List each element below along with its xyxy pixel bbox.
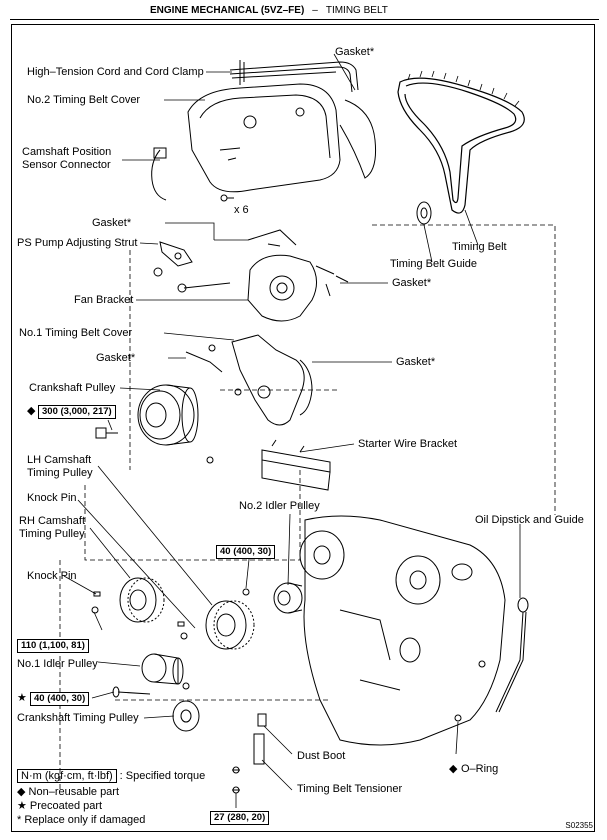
cover-bolts-art: [220, 194, 234, 202]
tensioner-art: [232, 713, 267, 794]
label-crankshaft-timing-pulley: Crankshaft Timing Pulley: [17, 712, 139, 724]
legend-unit-box: N·m (kgf·cm, ft·lbf): [17, 769, 117, 783]
header-section: ENGINE MECHANICAL (5VZ–FE): [150, 5, 305, 16]
knock-pin-b-art: [93, 591, 101, 597]
diagram-frame: [11, 24, 595, 832]
label-starter-wire-bracket: Starter Wire Bracket: [358, 438, 458, 450]
header-rule: [10, 19, 599, 20]
legend-nonreusable: ◆ Non–reusable part: [17, 786, 120, 798]
torque-no2-idler: 40 (400, 30): [216, 545, 276, 559]
timing-belt-guide-art: [416, 201, 432, 225]
torque-tensioner: 27 (280, 20): [210, 811, 270, 825]
label-gasket-left: Gasket*: [92, 217, 132, 229]
header-subsection: TIMING BELT: [325, 5, 388, 16]
legend-precoated: ★ Precoated part: [17, 800, 103, 812]
label-rh-cam-line2: Timing Pulley: [19, 528, 85, 540]
no1-idler-pulley-art: [141, 653, 184, 685]
gasket-top-art: [339, 99, 376, 179]
crankshaft-pulley-art: [137, 384, 199, 446]
gasket-mid-art: [185, 351, 223, 373]
no2-timing-belt-cover-art: [187, 83, 341, 193]
legend-replace-note: * Replace only if damaged: [17, 814, 146, 826]
label-bolts-x6: x 6: [234, 204, 249, 216]
no1-idler-bolt-art: [112, 682, 190, 698]
label-knock-pin-a: Knock Pin: [27, 492, 77, 504]
high-tension-cord-art: [229, 60, 359, 93]
no2-idler-pulley-art: [242, 582, 303, 614]
header-separator: –: [312, 5, 318, 16]
torque-crank-bolt: 300 (3,000, 217): [38, 405, 116, 419]
rh-camshaft-pulley-art: [119, 577, 165, 623]
cam-sensor-connector-art: [151, 147, 167, 201]
label-gasket-right-b: Gasket*: [396, 356, 436, 368]
label-timing-belt-tensioner: Timing Belt Tensioner: [297, 783, 403, 795]
crank-bolt-art: [95, 427, 118, 439]
no1-timing-belt-cover-art: [208, 334, 305, 426]
torque-no1-idler: 40 (400, 30): [30, 692, 90, 706]
label-ps-pump-strut: PS Pump Adjusting Strut: [17, 237, 138, 249]
gasket-left-art: [247, 229, 297, 246]
crankshaft-timing-pulley-art: [172, 700, 200, 732]
label-no1-idler-pulley: No.1 Idler Pulley: [17, 658, 98, 670]
legend-unit-text: : Specified torque: [119, 770, 206, 782]
label-cam-sensor-line2: Sensor Connector: [22, 159, 111, 171]
label-timing-belt: Timing Belt: [452, 241, 507, 253]
label-no2-timing-belt-cover: No.2 Timing Belt Cover: [27, 94, 141, 106]
figure-code: S02355: [565, 821, 593, 830]
engine-block-art: [299, 515, 506, 746]
label-dust-boot: Dust Boot: [297, 750, 346, 762]
torque-cam-pulley: 110 (1,100, 81): [17, 639, 89, 653]
fan-bracket-art: [177, 254, 349, 322]
symbol-nonreusable-oring: ◆: [449, 763, 458, 775]
label-high-tension-cord: High–Tension Cord and Cord Clamp: [27, 66, 204, 78]
label-crankshaft-pulley: Crankshaft Pulley: [29, 382, 116, 394]
symbol-precoated-no1-idler: ★: [17, 692, 27, 704]
label-no1-timing-belt-cover: No.1 Timing Belt Cover: [19, 327, 133, 339]
label-gasket-top: Gasket*: [335, 46, 375, 58]
label-o-ring: O–Ring: [461, 763, 499, 775]
label-oil-dipstick: Oil Dipstick and Guide: [475, 514, 584, 526]
lh-camshaft-pulley-art: [205, 600, 255, 650]
label-no2-idler-pulley: No.2 Idler Pulley: [239, 500, 320, 512]
oil-dipstick-art: [454, 597, 529, 722]
ps-pump-strut-art: [153, 241, 281, 277]
knock-pin-a-art: [177, 621, 185, 627]
label-fan-bracket: Fan Bracket: [74, 294, 134, 306]
label-timing-belt-guide: Timing Belt Guide: [390, 258, 478, 270]
label-gasket-mid: Gasket*: [96, 352, 136, 364]
cam-bolts-art: [91, 606, 188, 640]
legend-torque-unit: N·m (kgf·cm, ft·lbf): Specified torque: [17, 769, 206, 783]
label-knock-pin-b: Knock Pin: [27, 570, 77, 582]
label-rh-cam-line1: RH Camshaft: [19, 515, 86, 527]
label-lh-cam-line1: LH Camshaft: [27, 454, 92, 466]
symbol-nonreusable-crank-bolt: ◆: [27, 405, 36, 417]
label-gasket-right-a: Gasket*: [392, 277, 432, 289]
timing-belt-art: [397, 70, 525, 214]
starter-wire-bracket-art: [206, 439, 331, 491]
label-cam-sensor-line1: Camshaft Position: [22, 146, 112, 158]
page-header: ENGINE MECHANICAL (5VZ–FE)–TIMING BELT: [150, 5, 388, 16]
leader-lines: [63, 53, 521, 808]
label-lh-cam-line2: Timing Pulley: [27, 467, 93, 479]
gasket-right-b-art: [299, 359, 313, 416]
